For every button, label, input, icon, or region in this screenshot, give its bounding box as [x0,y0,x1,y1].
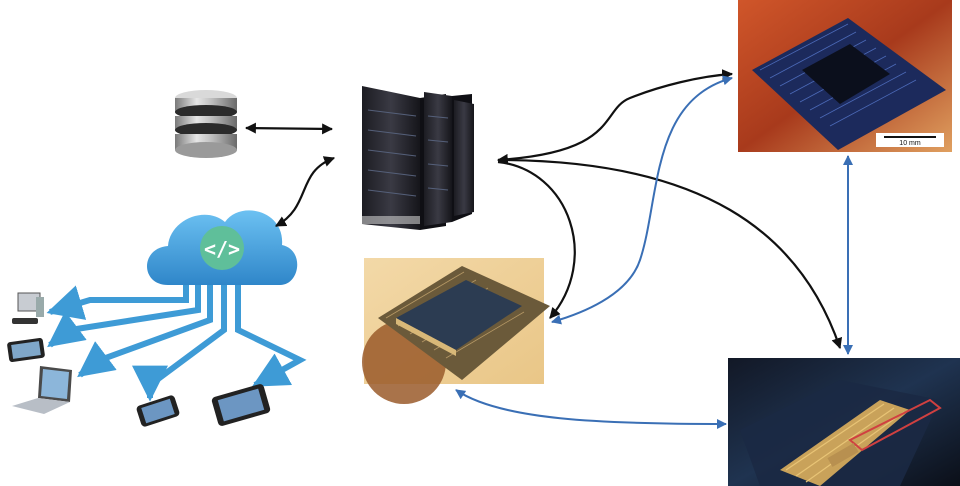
link-server-chip-top [496,69,734,165]
server-rack-icon [362,86,474,230]
tablet-icon [211,384,271,426]
cloud-icon: </> [46,210,307,402]
phone-icon [7,337,45,363]
desktop-computer-icon [12,292,44,324]
database-icon [175,90,237,158]
smartphone-icon [136,395,180,427]
quantum-chip-photo-packaged [362,258,550,404]
link-cloud-server [275,156,336,227]
link-database-server [244,122,334,135]
quantum-links [455,75,853,429]
link-chip-middle-chip-bottom [455,389,727,429]
code-glyph: </> [204,237,240,261]
scale-bar-label: 10 mm [899,140,921,147]
link-chip-top-chip-middle [551,75,733,325]
laptop-icon [12,366,72,414]
quantum-chip-photo-large: 10 mm [738,0,952,152]
chip-photo-wirebonded [728,358,960,486]
code-glyph-icon: </> [200,226,244,270]
